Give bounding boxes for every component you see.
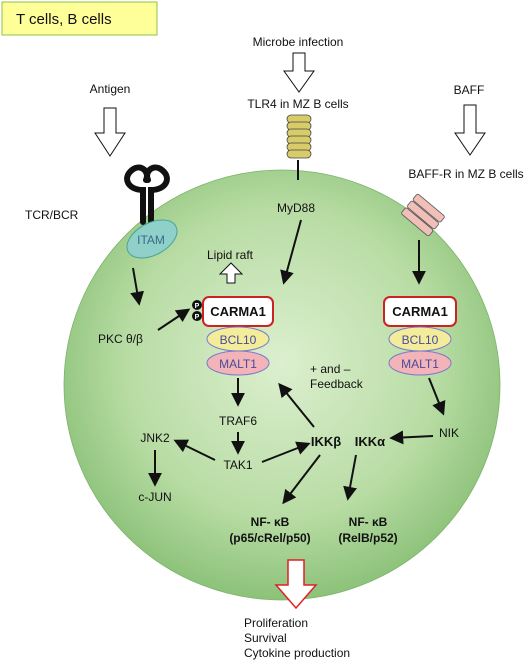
phospho-dot-1 xyxy=(192,300,202,310)
carma1-left-label: CARMA1 xyxy=(210,304,266,319)
feedback-line-2: Feedback xyxy=(310,377,364,391)
pathway-arrows xyxy=(130,219,446,505)
microbe-infection-label: Microbe infection xyxy=(253,35,344,49)
output-cytokine-production: Cytokine production xyxy=(244,646,350,660)
tlr4-label: TLR4 in MZ B cells xyxy=(247,97,348,111)
baffr-label: BAFF-R in MZ B cells xyxy=(408,167,523,181)
bcl10-right-label: BCL10 xyxy=(402,333,439,347)
feedback-line-1: + and – xyxy=(310,362,351,376)
antigen-label: Antigen xyxy=(90,82,131,96)
arrow-myd88-to-carma1 xyxy=(280,219,302,285)
tak1-label: TAK1 xyxy=(223,458,252,472)
baff-label: BAFF xyxy=(454,83,485,97)
malt1-left-oval xyxy=(206,350,270,376)
malt1-right-oval xyxy=(388,350,452,376)
arrow-itam-to-pkc xyxy=(130,267,145,306)
nfkb-left-line-2: (p65/cRel/p50) xyxy=(229,531,310,545)
phospho-label-1: P xyxy=(195,303,200,310)
carma1-left-box xyxy=(202,296,274,327)
arrow-tak1-to-ikkb xyxy=(261,441,311,463)
title: T cells, B cells xyxy=(16,11,112,28)
tlr4-receptor-icon xyxy=(286,114,312,180)
antigen-arrow xyxy=(94,107,126,157)
cjun-label: c-JUN xyxy=(138,490,171,504)
arrow-ikka-to-nfkb xyxy=(343,454,357,501)
itam-label: ITAM xyxy=(137,233,165,247)
nfkb-right-line-1: NF- κB xyxy=(349,515,388,529)
traf6-label: TRAF6 xyxy=(219,414,257,428)
phospho-label-2: P xyxy=(195,314,200,321)
arrow-nik-to-ikka xyxy=(389,430,434,445)
output-proliferation: Proliferation xyxy=(244,616,308,630)
nfkb-right-line-2: (RelB/p52) xyxy=(338,531,397,545)
myd88-label: MyD88 xyxy=(277,201,315,215)
phospho-dot-2 xyxy=(192,311,202,321)
lipid-raft-label: Lipid raft xyxy=(207,248,254,262)
nfkb-left-line-1: NF- κB xyxy=(251,515,290,529)
tcr-bcr-receptor-icon xyxy=(124,164,170,225)
malt1-right-label: MALT1 xyxy=(401,357,439,371)
arrow-ikkb-to-nfkb xyxy=(282,454,321,505)
tcr-bcr-label: TCR/BCR xyxy=(25,208,79,222)
ikka-label: IKKα xyxy=(355,434,385,449)
itam-oval xyxy=(126,219,178,259)
microbe-arrow xyxy=(283,52,315,93)
baff-arrow xyxy=(454,104,486,156)
lipid-raft-arrow xyxy=(218,262,244,284)
jnk2-label: JNK2 xyxy=(140,431,170,445)
baffr-receptor-icon xyxy=(401,193,445,237)
arrow-pkc-to-carma1 xyxy=(157,308,191,331)
output-survival: Survival xyxy=(244,631,287,645)
bcl10-left-label: BCL10 xyxy=(220,333,257,347)
nik-label: NIK xyxy=(439,426,459,440)
title-box xyxy=(1,1,158,36)
carma1-right-box xyxy=(383,296,457,327)
pkc-label: PKC θ/β xyxy=(98,332,143,346)
arrow-malt1-to-nik xyxy=(428,377,446,416)
output-arrow xyxy=(274,559,318,610)
arrow-tak1-to-jnk2 xyxy=(173,439,216,461)
malt1-left-label: MALT1 xyxy=(219,357,257,371)
ikkb-label: IKKβ xyxy=(311,434,341,449)
carma1-right-label: CARMA1 xyxy=(392,304,448,319)
arrow-feedback xyxy=(278,382,315,428)
